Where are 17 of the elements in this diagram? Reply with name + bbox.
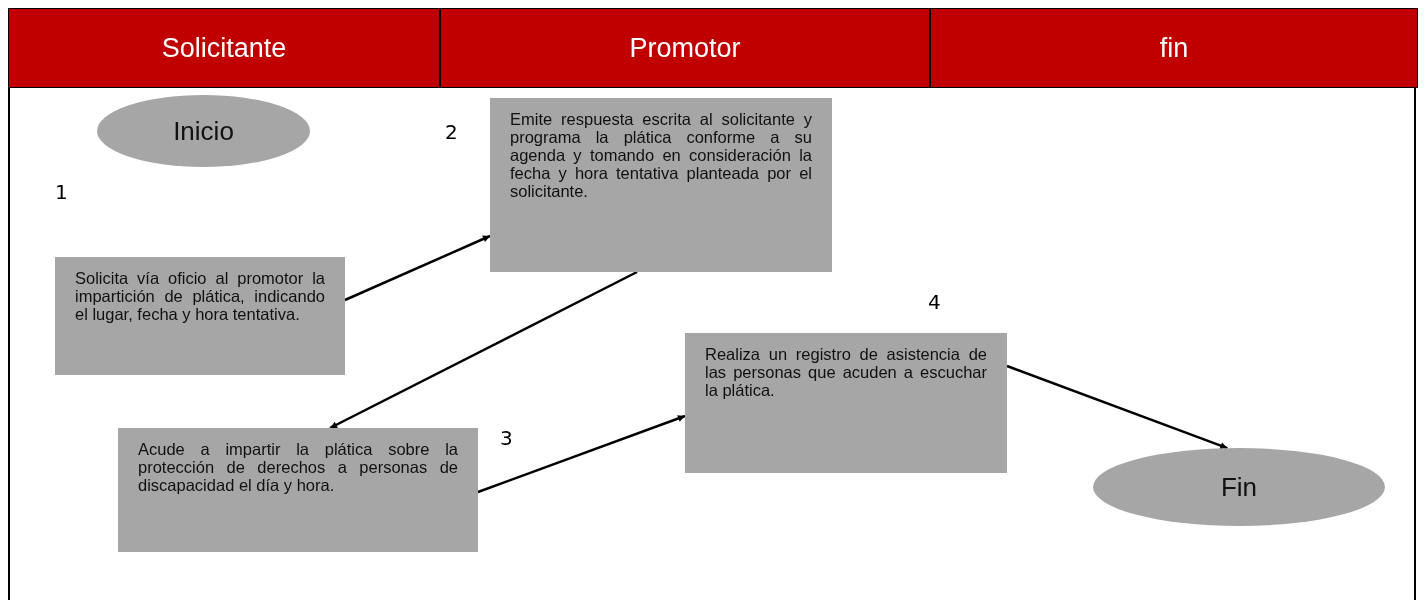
- step-number: 3: [500, 426, 513, 450]
- terminator-ellipse: Fin: [1093, 448, 1385, 526]
- terminator-ellipse: Inicio: [97, 95, 310, 167]
- lane-header: fin: [930, 8, 1418, 88]
- process-box: Acude a impartir la plática sobre la protección de derechos a personas de discapacidad el día y hora.: [118, 428, 478, 552]
- arrow: [329, 270, 638, 430]
- lane-header: Solicitante: [8, 8, 440, 88]
- process-box: Solicita vía oficio al promotor la impartición de plática, indicando el lugar, fecha y hora tentativa.: [55, 257, 345, 375]
- arrow: [477, 414, 686, 494]
- step-number: 4: [928, 290, 941, 314]
- lane-header: Promotor: [440, 8, 930, 88]
- process-box: Emite respuesta escrita al solicitante y programa la plática conforme a su agenda y tomando en consideración la fecha y hora tentativa planteada por el solicitante.: [490, 98, 832, 272]
- process-box: Realiza un registro de asistencia de las personas que acuden a escuchar la plática.: [685, 333, 1007, 473]
- step-number: 2: [445, 120, 458, 144]
- arrow: [1006, 364, 1228, 450]
- arrow: [344, 234, 491, 302]
- step-number: 1: [55, 180, 68, 204]
